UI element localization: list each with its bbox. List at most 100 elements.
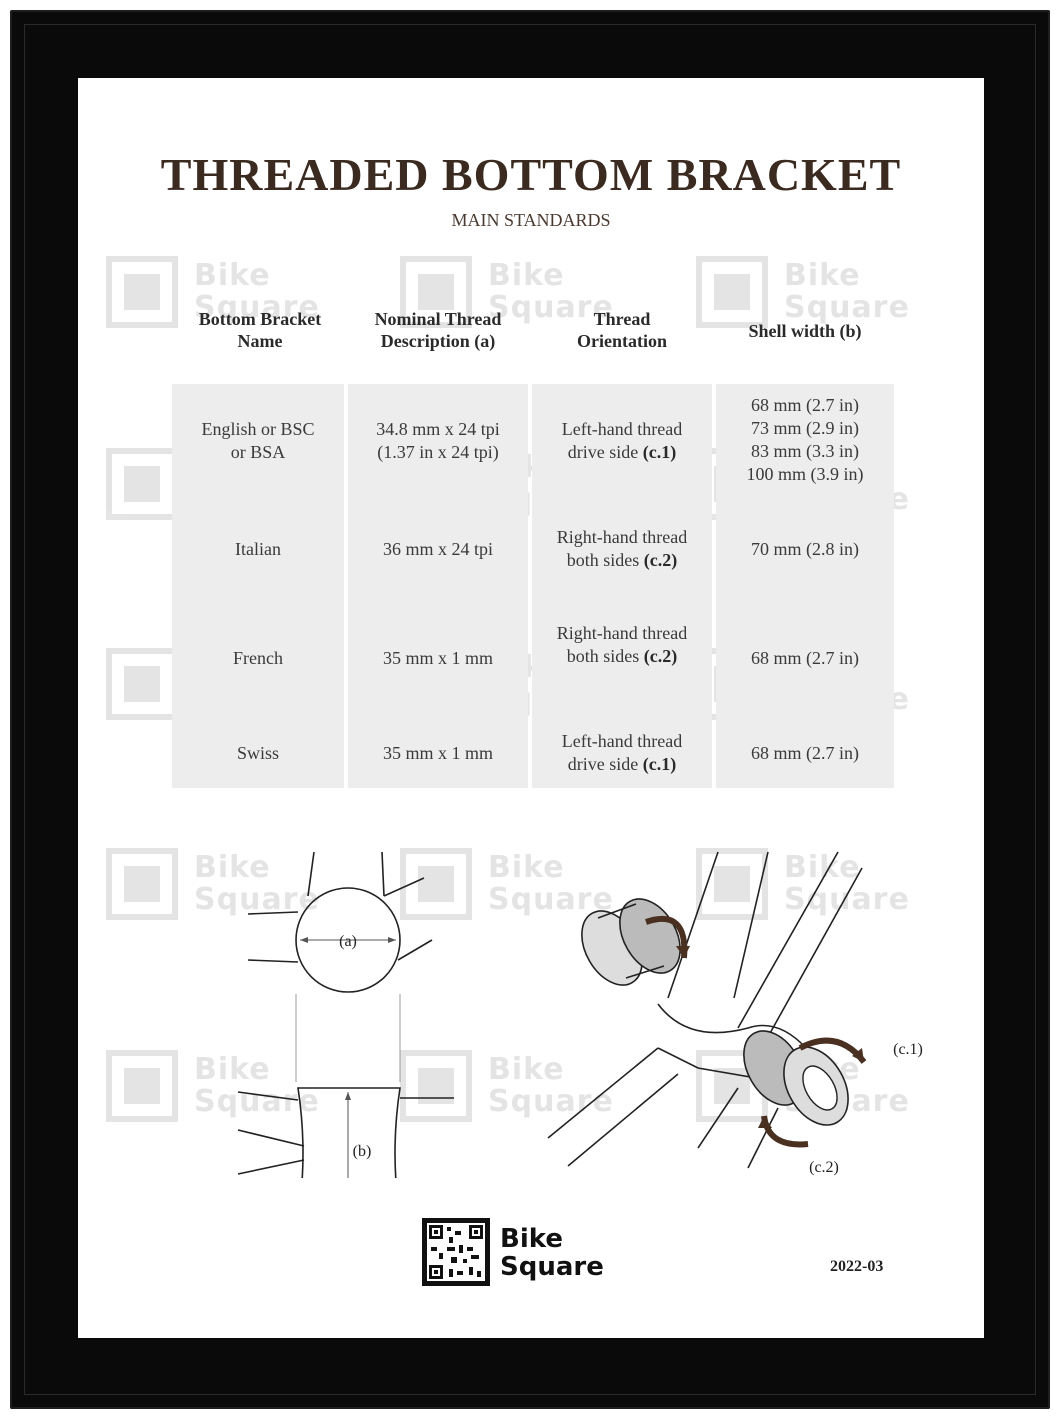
- qr-code-icon: [422, 1218, 490, 1286]
- watermark-square-icon: [106, 256, 178, 328]
- label-c1: (c.1): [893, 1041, 923, 1058]
- table-cell-shell: 68 mm (2.7 in) 73 mm (2.9 in) 83 mm (3.3…: [716, 394, 894, 486]
- cell-line: Left-hand thread: [561, 419, 683, 439]
- watermark-text: Square: [488, 290, 614, 325]
- orientation-ref: (c.2): [643, 646, 678, 666]
- watermark-square-icon: [400, 848, 472, 920]
- cell-line: 34.8 mm x 24 tpi: [376, 419, 500, 439]
- watermark-text: Square: [194, 290, 320, 325]
- watermark-text: Bike: [488, 258, 565, 293]
- header-thread-line1: Nominal Thread: [374, 309, 502, 329]
- header-orientation: Thread Orientation: [534, 308, 710, 352]
- watermark-text: Bike: [194, 850, 271, 885]
- table-cell-orientation: Left-hand thread drive side (c.1): [532, 730, 712, 776]
- table-cell-name: Italian: [235, 539, 281, 559]
- cell-line: Right-hand thread: [556, 623, 688, 643]
- table-cell-name: French: [233, 648, 283, 668]
- header-thread: Nominal Thread Description (a): [350, 308, 526, 352]
- brand-line2: Square: [500, 1252, 604, 1282]
- header-orientation-line2: Orientation: [577, 331, 667, 351]
- cell-bg: [716, 384, 894, 602]
- left-cup-icon: [581, 898, 690, 986]
- cell-line: 68 mm (2.7 in): [751, 395, 859, 415]
- cell-line: drive side (c.1): [532, 441, 712, 464]
- cell-line: both sides (c.2): [532, 645, 712, 668]
- label-c2: (c.2): [809, 1159, 839, 1176]
- watermark-text: Bike: [488, 1052, 565, 1087]
- table-cell-orientation: Right-hand thread both sides (c.2): [532, 526, 712, 572]
- frame-cups-diagram: (c.1) (c.2): [547, 851, 923, 1176]
- cell-line: Left-hand thread: [561, 731, 683, 751]
- cell-bg: [172, 384, 344, 602]
- label-b: (b): [353, 1143, 372, 1160]
- page-title: THREADED BOTTOM BRACKET: [160, 149, 902, 200]
- watermark-text: Square: [488, 882, 614, 917]
- shell-diagram: (a) (b): [237, 851, 454, 1178]
- cell-line: both sides (c.2): [532, 549, 712, 572]
- table-cell-orientation: Left-hand thread drive side (c.1): [532, 418, 712, 464]
- cell-line: (1.37 in x 24 tpi): [377, 442, 499, 462]
- header-name-line2: Name: [237, 331, 283, 351]
- brand-line1: Bike: [500, 1224, 563, 1254]
- cell-bg: [532, 598, 712, 788]
- header-name-line1: Bottom Bracket: [198, 309, 322, 329]
- bikesquare-logo: Bike Square: [422, 1218, 652, 1288]
- cell-line: 83 mm (3.3 in): [751, 441, 859, 461]
- watermark-square-icon: [106, 448, 178, 520]
- cell-bg: [172, 598, 344, 788]
- standards-table: English or BSC or BSA 34.8 mm x 24 tpi (…: [172, 384, 894, 788]
- cell-line: English or BSC: [201, 419, 315, 439]
- orientation-ref: (c.1): [642, 442, 677, 462]
- orientation-ref: (c.1): [642, 754, 677, 774]
- watermark-text: Bike: [194, 1052, 271, 1087]
- table-cell-shell: 68 mm (2.7 in): [751, 743, 859, 763]
- cell-line: 100 mm (3.9 in): [746, 464, 864, 484]
- watermark-square-icon: [106, 848, 178, 920]
- table-cell-thread: 34.8 mm x 24 tpi (1.37 in x 24 tpi): [348, 418, 528, 464]
- orientation-side: both sides: [566, 646, 640, 666]
- page-subtitle: MAIN STANDARDS: [451, 210, 611, 230]
- orientation-ref: (c.2): [643, 550, 678, 570]
- date-label: 2022-03: [830, 1258, 884, 1275]
- watermark-text: Square: [784, 290, 910, 325]
- orientation-side: both sides: [566, 550, 640, 570]
- orientation-side: drive side: [567, 442, 639, 462]
- watermark-square-icon: [696, 256, 768, 328]
- table-cell-name: English or BSC or BSA: [172, 418, 344, 464]
- orientation-side: drive side: [567, 754, 639, 774]
- watermark-square-icon: [106, 1050, 178, 1122]
- label-a: (a): [339, 933, 357, 950]
- header-shell: Shell width (b): [748, 321, 862, 341]
- table-cell-orientation: Right-hand thread both sides (c.2): [532, 622, 712, 668]
- cell-line: 73 mm (2.9 in): [751, 418, 859, 438]
- cell-bg: [532, 384, 712, 602]
- table-cell-name: Swiss: [236, 743, 280, 763]
- right-cup-icon: [743, 1030, 867, 1148]
- table-cell-shell: 68 mm (2.7 in): [751, 648, 859, 668]
- cell-bg: [348, 598, 528, 788]
- table-cell-thread: 36 mm x 24 tpi: [382, 539, 493, 559]
- table-cell-thread: 35 mm x 1 mm: [382, 648, 493, 668]
- cell-line: drive side (c.1): [532, 753, 712, 776]
- watermark-text: Bike: [488, 850, 565, 885]
- cell-line: Right-hand thread: [556, 527, 688, 547]
- cell-line: or BSA: [230, 442, 286, 462]
- header-name: Bottom Bracket Name: [182, 308, 338, 352]
- watermark-text: Bike: [194, 258, 271, 293]
- watermark-text: Bike: [784, 258, 861, 293]
- watermark-square-icon: [106, 648, 178, 720]
- header-thread-line2: Description (a): [380, 331, 496, 351]
- cell-bg: [348, 384, 528, 602]
- cell-bg: [716, 598, 894, 788]
- table-cell-shell: 70 mm (2.8 in): [751, 539, 859, 559]
- table-cell-thread: 35 mm x 1 mm: [382, 743, 493, 763]
- header-orientation-line1: Thread: [593, 309, 651, 329]
- watermark-square-icon: [696, 848, 768, 920]
- watermark-text: Square: [194, 882, 320, 917]
